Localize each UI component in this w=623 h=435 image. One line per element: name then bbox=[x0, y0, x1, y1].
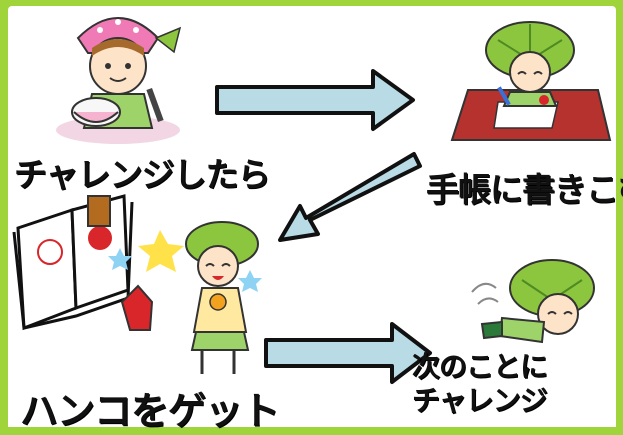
girl-baking-icon bbox=[56, 17, 182, 144]
girl-writing-notebook-icon bbox=[450, 21, 612, 141]
step-2-label: 手帳に書きこむ bbox=[426, 170, 623, 209]
step-4-label: 次のことに チャレンジ bbox=[412, 350, 548, 418]
right-arrow bbox=[215, 69, 415, 131]
step-3-label: ハンコをゲット bbox=[20, 389, 280, 433]
right-arrow-bottom bbox=[264, 322, 432, 384]
girl-flying-icon bbox=[471, 259, 595, 344]
stamp-book-celebration-icon bbox=[12, 194, 262, 374]
step-4-label-line1: 次のことに bbox=[412, 350, 548, 383]
down-left-arrow bbox=[278, 152, 422, 242]
step-4-label-line2: チャレンジ bbox=[412, 384, 548, 417]
step-1-label: チャレンジしたら bbox=[14, 155, 271, 194]
